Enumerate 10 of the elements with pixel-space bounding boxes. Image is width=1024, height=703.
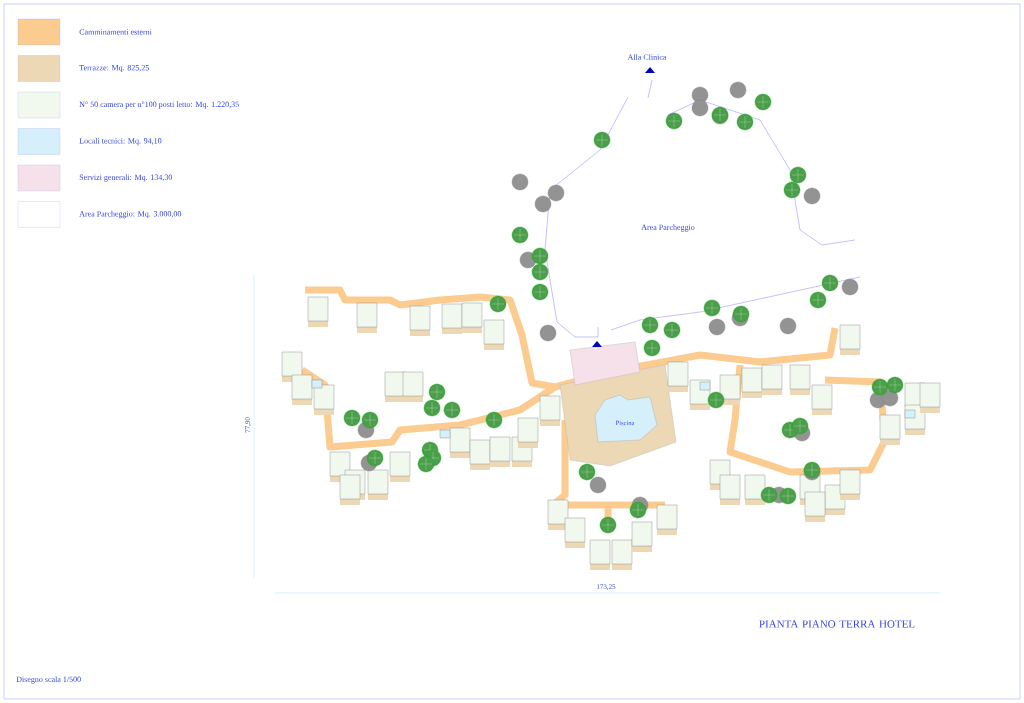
place-label: Area Parcheggio: [641, 224, 695, 232]
place-label: Alla Clinica: [627, 54, 667, 60]
legend-label: Camminamenti esterni: [79, 29, 152, 35]
legend-label: Servizi generali: Mq. 134,30: [79, 174, 172, 182]
legend-label: Locali tecnici: Mq. 94,10: [79, 137, 162, 146]
legend-label: N° 50 camera per n°100 posti letto: Mq. 1.220,35: [79, 101, 239, 109]
drawing-title: PIANTA PIANO TERRA HOTEL: [759, 620, 915, 628]
legend-label: Terrazze: Mq. 825,25: [79, 65, 149, 72]
scale-note: Disegno scala 1/500: [16, 676, 81, 684]
legend-label: Area Parcheggio: Mq. 3.000,00: [79, 210, 182, 219]
